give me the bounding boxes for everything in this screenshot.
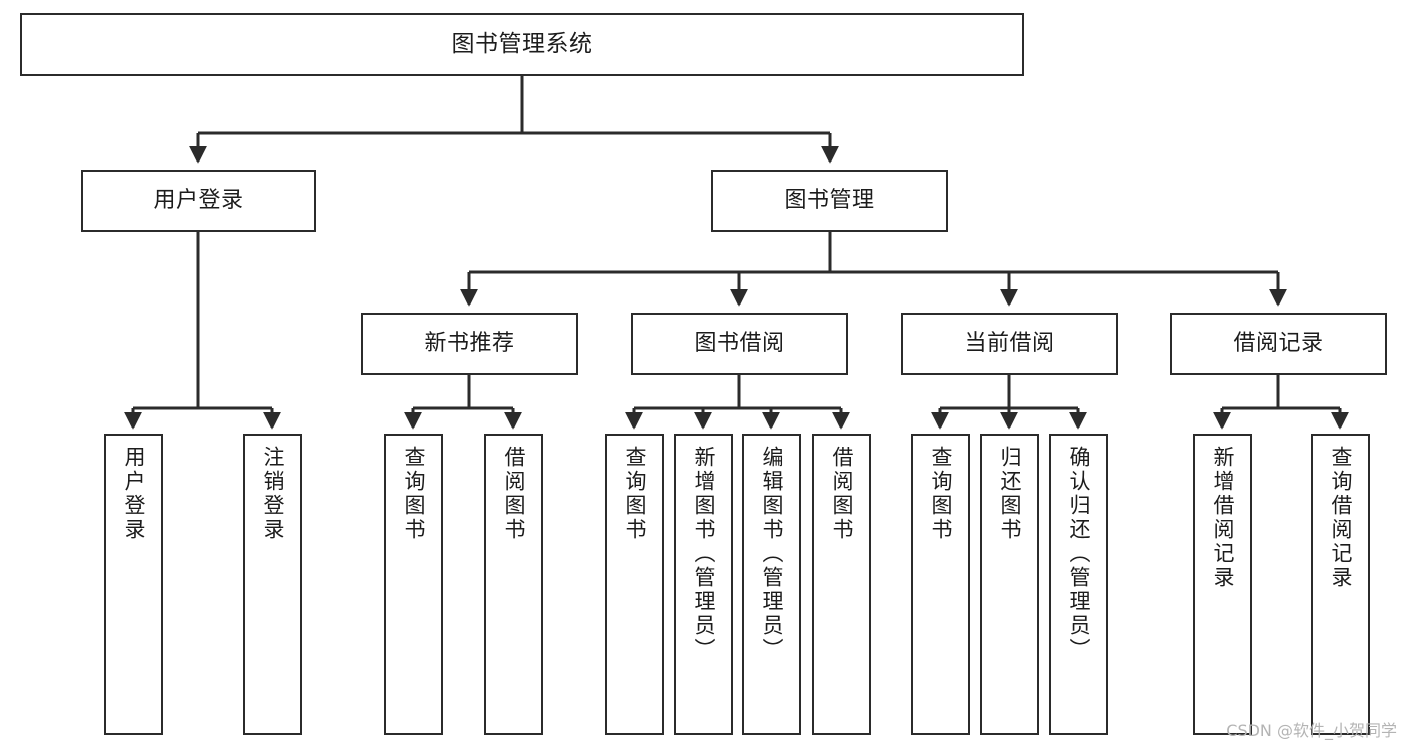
node-new-book-recommend[interactable]: 新书推荐 xyxy=(361,313,578,375)
leaf-query-record-label: 查询借阅记录 xyxy=(1329,446,1353,590)
node-user-login-label: 用户登录 xyxy=(153,188,244,214)
node-book-manage[interactable]: 图书管理 xyxy=(711,170,948,232)
leaf-user-login[interactable]: 用户登录 xyxy=(104,434,163,735)
watermark: CSDN @软件_小贺同学 xyxy=(1226,721,1397,740)
leaf-borrow-book-1-label: 借阅图书 xyxy=(502,446,526,542)
leaf-query-book-3[interactable]: 查询图书 xyxy=(911,434,970,735)
node-new-book-recommend-label: 新书推荐 xyxy=(424,331,515,357)
leaf-add-record-label: 新增借阅记录 xyxy=(1211,446,1235,590)
leaf-query-book-2[interactable]: 查询图书 xyxy=(605,434,664,735)
leaf-logout-login[interactable]: 注销登录 xyxy=(243,434,302,735)
node-root[interactable]: 图书管理系统 xyxy=(20,13,1024,76)
leaf-edit-book[interactable]: 编辑图书（管理员） xyxy=(742,434,801,735)
leaf-add-book[interactable]: 新增图书（管理员） xyxy=(674,434,733,735)
leaf-query-book-1[interactable]: 查询图书 xyxy=(384,434,443,735)
leaf-borrow-book-2-label: 借阅图书 xyxy=(830,446,854,542)
leaf-query-record[interactable]: 查询借阅记录 xyxy=(1311,434,1370,735)
node-current-borrow-label: 当前借阅 xyxy=(964,331,1055,357)
leaf-user-login-label: 用户登录 xyxy=(122,446,146,542)
node-current-borrow[interactable]: 当前借阅 xyxy=(901,313,1118,375)
leaf-return-book-label: 归还图书 xyxy=(998,446,1022,542)
node-borrow-record-label: 借阅记录 xyxy=(1233,331,1324,357)
leaf-confirm-return-label: 确认归还（管理员） xyxy=(1067,446,1091,662)
leaf-return-book[interactable]: 归还图书 xyxy=(980,434,1039,735)
leaf-confirm-return[interactable]: 确认归还（管理员） xyxy=(1049,434,1108,735)
leaf-add-book-label: 新增图书（管理员） xyxy=(692,446,716,662)
node-user-login[interactable]: 用户登录 xyxy=(81,170,316,232)
leaf-query-book-3-label: 查询图书 xyxy=(929,446,953,542)
node-book-manage-label: 图书管理 xyxy=(784,188,875,214)
leaf-borrow-book-1[interactable]: 借阅图书 xyxy=(484,434,543,735)
leaf-query-book-1-label: 查询图书 xyxy=(402,446,426,542)
node-book-borrow-label: 图书借阅 xyxy=(694,331,785,357)
node-book-borrow[interactable]: 图书借阅 xyxy=(631,313,848,375)
leaf-borrow-book-2[interactable]: 借阅图书 xyxy=(812,434,871,735)
leaf-edit-book-label: 编辑图书（管理员） xyxy=(760,446,784,662)
leaf-logout-login-label: 注销登录 xyxy=(261,446,285,542)
node-borrow-record[interactable]: 借阅记录 xyxy=(1170,313,1387,375)
leaf-add-record[interactable]: 新增借阅记录 xyxy=(1193,434,1252,735)
leaf-query-book-2-label: 查询图书 xyxy=(623,446,647,542)
node-root-label: 图书管理系统 xyxy=(451,30,593,57)
